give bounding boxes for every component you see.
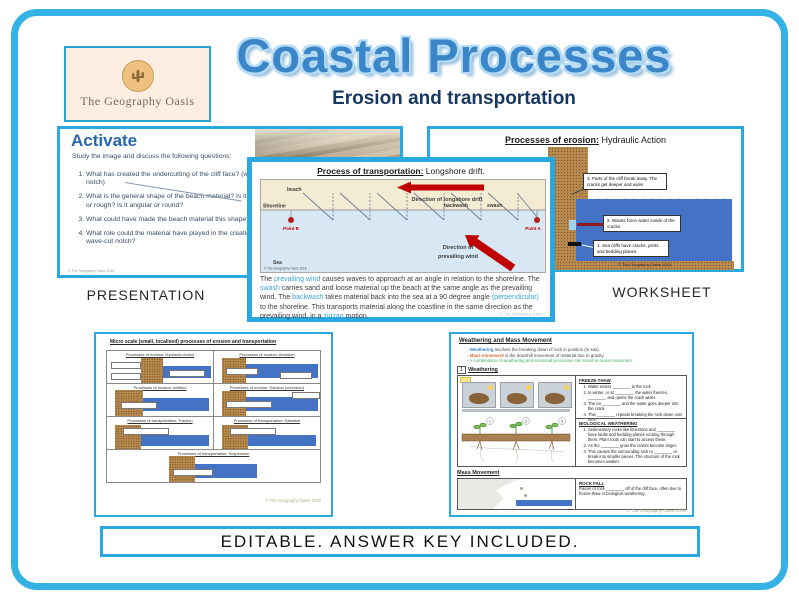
step-3-label: 3. Parts of the cliff break away. The cr… bbox=[583, 173, 667, 191]
section-mass-movement: Mass Movement bbox=[457, 470, 500, 476]
longshore-drift-slide: Process of transportation: Longshore dri… bbox=[247, 157, 555, 322]
logo: The Geography Oasis bbox=[64, 46, 211, 122]
water-in-crack bbox=[569, 220, 576, 230]
explanation-paragraph: The prevailing wind causes waves to appr… bbox=[260, 276, 540, 320]
rockfall-table: ROCK FALL Pieces of rock ________ off of… bbox=[457, 478, 687, 510]
freeze-thaw-heading: FREEZE-THAW bbox=[579, 378, 611, 383]
question-item: What role could the material have played… bbox=[86, 230, 278, 246]
copyright-text: © The Geography Oasis 2018 bbox=[68, 269, 115, 273]
longshore-diagram: Direction of longshore drift beach Shore… bbox=[260, 179, 546, 273]
definition-list: Weathering involves the breaking down of… bbox=[467, 347, 682, 364]
micro-scale-worksheet: Micro scale (small, localised) processes… bbox=[94, 332, 333, 517]
worksheet-title: Weathering and Mass Movement bbox=[459, 338, 552, 344]
diagram-cell: Processes of transportation: Suspension bbox=[107, 450, 321, 483]
slide-title: Process of transportation: Longshore dri… bbox=[317, 166, 485, 176]
question-item: What could have made the beach material … bbox=[86, 216, 278, 224]
worksheet-label: WORKSHEET bbox=[612, 284, 712, 300]
freeze-thaw-pictures bbox=[462, 382, 572, 408]
joint-mark bbox=[568, 242, 581, 246]
copyright-text: © The Geography Oasis 2018 bbox=[265, 498, 321, 503]
presentation-label: PRESENTATION bbox=[86, 287, 206, 303]
question-list: What has created the undercutting of the… bbox=[70, 171, 278, 252]
rockfall-heading: ROCK FALL bbox=[579, 481, 605, 486]
biological-heading: BIOLOGICAL WEATHERING bbox=[579, 421, 638, 426]
diagram-cell: Processes of erosion: Abrasion bbox=[214, 351, 321, 384]
question-item: What has created the undercutting of the… bbox=[86, 171, 278, 187]
wind-label-2: prevailing wind bbox=[438, 254, 478, 260]
wind-arrow bbox=[465, 235, 516, 272]
wind-label-1: Direction of bbox=[443, 245, 474, 251]
point-b-dot bbox=[288, 217, 294, 223]
copyright-text: © The Geography Oasis 2018 bbox=[264, 267, 307, 271]
svg-text:3: 3 bbox=[561, 419, 564, 424]
biological-weathering-picture: 1 2 3 bbox=[461, 417, 571, 464]
copyright-text: © The Geography Oasis 2018 bbox=[618, 262, 672, 267]
diagram-grid: Processes of erosion: Hydraulic Action P… bbox=[106, 350, 321, 483]
rockfall-picture bbox=[458, 479, 576, 509]
seabed bbox=[538, 261, 734, 270]
step-2-label: 2. Waves force water inside of the crack… bbox=[603, 215, 681, 233]
shoreline-label: Shoreline bbox=[263, 204, 286, 210]
slide-title: Processes of erosion: Hydraulic Action bbox=[504, 135, 667, 145]
text-column: FREEZE-THAW Water enters ________ in the… bbox=[576, 376, 686, 466]
biological-weathering-block: BIOLOGICAL WEATHERING Sedimentary rocks … bbox=[576, 418, 686, 467]
illustration-column: 1 2 3 bbox=[458, 376, 576, 466]
backwash-label: backwash bbox=[444, 203, 468, 209]
rockfall-text: Pieces of rock ________ off of the cliff… bbox=[579, 486, 682, 497]
point-b-label: Point B bbox=[283, 226, 299, 231]
point-a-label: Point A bbox=[525, 226, 541, 231]
biological-steps: Sedimentary rocks like limestone and ___… bbox=[579, 427, 683, 464]
definition-item: Mass movement is the downhill movement o… bbox=[467, 353, 682, 359]
question-item: What is the general shape of the beach m… bbox=[86, 193, 278, 209]
drift-arrow bbox=[397, 181, 484, 194]
weathering-worksheet: Weathering and Mass Movement Weathering … bbox=[449, 332, 694, 517]
point-a-dot bbox=[534, 217, 540, 223]
diagram-cell: Processes of transportation: Saltation bbox=[214, 417, 321, 450]
freeze-thaw-block: FREEZE-THAW Water enters ________ in the… bbox=[576, 376, 686, 425]
diagram-cell: Processes of erosion: Solution (corrosio… bbox=[214, 384, 321, 417]
weathering-table: 1 2 3 FREEZE-THAW Water enters ________ in… bbox=[457, 375, 687, 467]
freeze-thaw-steps: Water enters ________ in the rock In win… bbox=[579, 384, 683, 422]
slide-title: Activate bbox=[71, 131, 138, 150]
drift-label: Direction of longshore drift bbox=[412, 197, 483, 203]
crack-line bbox=[577, 223, 604, 226]
page-subtitle: Erosion and transportation bbox=[332, 88, 576, 109]
diagram-cell: Processes of erosion: Hydraulic Action bbox=[107, 351, 214, 384]
sea-label: Sea bbox=[273, 260, 282, 266]
outer-frame bbox=[11, 9, 788, 590]
page-title: Coastal Processes bbox=[236, 29, 672, 82]
rockfall-text-cell: ROCK FALL Pieces of rock ________ off of… bbox=[576, 479, 686, 509]
cactus-oasis-icon bbox=[121, 59, 154, 92]
diagram-cell: Processes of erosion: Attrition bbox=[107, 384, 214, 417]
worksheet-title: Micro scale (small, localised) processes… bbox=[110, 339, 277, 345]
diagram-cell: Processes of transportation: Traction bbox=[107, 417, 214, 450]
sea-bar bbox=[516, 500, 572, 506]
ground-bar bbox=[462, 409, 570, 412]
swash-label: swash bbox=[487, 203, 502, 209]
logo-text: The Geography Oasis bbox=[80, 93, 195, 108]
beach-label: beach bbox=[287, 187, 301, 193]
hydraulic-action-slide: Processes of erosion: Hydraulic Action 3… bbox=[427, 126, 744, 272]
cliff-sketch bbox=[458, 479, 519, 509]
editable-banner: EDITABLE. ANSWER KEY INCLUDED. bbox=[100, 526, 700, 557]
copyright-text: © The Geography Oasis 2018 bbox=[626, 508, 686, 513]
copyright-text: © The Geography Oasis bbox=[499, 311, 543, 316]
slide-intro: Study the image and discuss the followin… bbox=[72, 153, 232, 160]
step-1-label: 1. Sea cliffs have cracks, joints and be… bbox=[593, 240, 669, 258]
svg-text:2: 2 bbox=[525, 419, 528, 424]
definition-item: Weathering involves the breaking down of… bbox=[467, 347, 682, 353]
svg-text:1: 1 bbox=[489, 419, 492, 424]
definition-item: A combination of weathering and erosiona… bbox=[467, 358, 682, 364]
